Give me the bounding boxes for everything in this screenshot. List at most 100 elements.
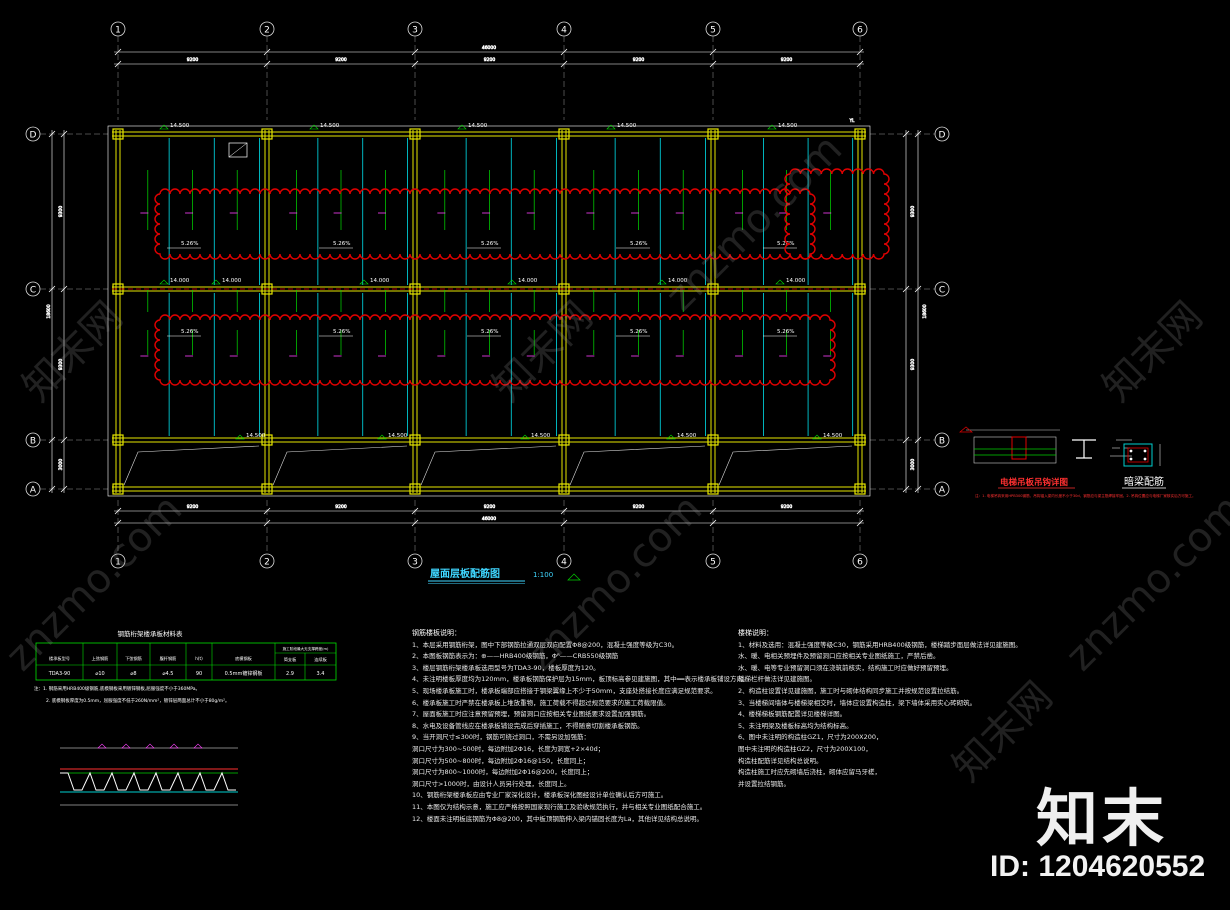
construction-note-item: 6、图中未注明的构造柱GZ1，尺寸为200X200，: [738, 733, 883, 742]
grid-bubble: [705, 553, 721, 569]
design-note-item: 12、楼面未注明板底钢筋为Φ8@200，其中板顶钢筋伸入梁内锚固长度为La，其他…: [412, 814, 704, 823]
construction-notes-title: 楼梯说明：: [738, 629, 773, 637]
grid-label: D: [939, 131, 946, 141]
slope-label: 5.26%: [333, 329, 350, 335]
construction-note-item: 1、材料及选用：混凝土强度等级C30，钢筋采用HRB400级钢筋，楼梯踏步面层做…: [738, 640, 1022, 649]
design-note-item: 5、现场楼承板施工时，楼承板端部应搭接于钢梁翼缘上不少于50mm，支座处搭接长度…: [412, 686, 717, 695]
grid-label: B: [939, 437, 945, 447]
construction-note-item: 并设置拉结钢筋。: [738, 779, 790, 788]
column: [707, 434, 719, 446]
design-notes-title: 钢筋楼板说明：: [412, 629, 461, 637]
grid-label: 3: [412, 558, 418, 568]
grid-bubble: [259, 553, 275, 569]
grid-bubble: [407, 553, 423, 569]
grid-label: B: [30, 437, 36, 447]
dim-text: 18600: [46, 304, 52, 318]
table-title: 钢筋桁架楼承板材料表: [118, 629, 184, 638]
level-mark: 14.000: [370, 278, 390, 284]
slope-label: 5.26%: [181, 241, 198, 247]
brand-id: ID: 1204620552: [990, 850, 1206, 883]
level-triangle: [159, 124, 169, 130]
dim-text: 9200: [335, 504, 347, 510]
grid-label: 5: [710, 26, 716, 36]
level-triangle: [812, 434, 822, 440]
dim-text: 9200: [484, 504, 496, 510]
column: [854, 128, 866, 140]
grid-label: 2: [264, 558, 270, 568]
column: [409, 128, 421, 140]
table-header: 腹杆钢筋: [160, 655, 177, 662]
level-mark: 14.500: [677, 433, 697, 439]
grid-label: 5: [710, 558, 716, 568]
design-note-item: 10、钢筋桁架楼承板应由专业厂家深化设计，楼承板深化图经设计单位确认后方可施工。: [412, 791, 668, 800]
level-triangle: [520, 434, 530, 440]
revision-clouds: [154, 168, 890, 386]
grid-label: A: [939, 486, 946, 496]
grid-bubble: [556, 553, 572, 569]
dimension-lines: 4600046000920092009200920092009200920092…: [46, 45, 928, 527]
level-mark: 14.500: [320, 123, 340, 129]
design-note-item: 洞口尺寸为500~800时，每边附加2Φ16@150，长度同上；: [412, 756, 590, 765]
level-mark: 14.000: [170, 278, 190, 284]
level-mark: 14.500: [778, 123, 798, 129]
column: [558, 483, 570, 495]
level-mark: 14.000: [222, 278, 242, 284]
level-mark: 14.500: [468, 123, 488, 129]
table-cell: ⌀4.5: [163, 671, 174, 677]
plan-title: 屋面层板配筋图: [430, 567, 500, 580]
construction-notes: 楼梯说明： 1、材料及选用：混凝土强度等级C30，钢筋采用HRB400级钢筋，楼…: [738, 628, 1022, 790]
design-note-item: 1、本层采用钢筋桁架，图中下部钢筋拉通双层双向配置Φ8@200，混凝土强度等级为…: [412, 640, 679, 649]
table-cell: 3.4: [317, 671, 325, 677]
level-mark: 14.500: [823, 433, 843, 439]
slope-label: 5.26%: [630, 241, 647, 247]
dim-text: 9200: [335, 57, 347, 63]
section-mark: [145, 743, 155, 749]
dim-text: 9300: [58, 206, 64, 218]
design-note-item: 洞口尺寸>1000时，由设计人员另行处理，长度同上。: [412, 779, 571, 788]
grid-bubble: [852, 553, 868, 569]
elevator-detail-note: 注：1. 电梯吊钩采用HPB300钢筋，吊钩锚入梁内长度不小于30d，钢筋应与梁…: [975, 493, 1196, 498]
slope-label: 5.26%: [481, 329, 498, 335]
table-cell: ⌀10: [95, 671, 104, 677]
dim-text: 3000: [910, 459, 916, 471]
grid-label: D: [30, 131, 37, 141]
slope-label: 5.26%: [481, 241, 498, 247]
level-mark: 14.000: [786, 278, 806, 284]
design-note-item: 洞口尺寸为300~500时，每边附加2Φ16，长度为洞宽+2×40d；: [412, 744, 605, 753]
dim-text: 9300: [910, 206, 916, 218]
dim-text: 18600: [922, 304, 928, 318]
canopy-line: [569, 445, 706, 486]
design-notes: 钢筋楼板说明： 1、本层采用钢筋桁架，图中下部钢筋拉通双层双向配置Φ8@200，…: [412, 628, 749, 825]
design-note-item: 8、水电及设备管线应在楼承板铺设完成后穿插施工，不得随意切割楼承板钢筋。: [412, 721, 644, 730]
dim-text: 9200: [781, 504, 793, 510]
column: [112, 483, 124, 495]
design-note-item: 2、本图板钢筋表示为：⊕——HRB400级钢筋，Φᴿ——CRB550级钢筋: [412, 652, 619, 661]
column: [854, 483, 866, 495]
canopy-line: [123, 445, 260, 486]
revision-cloud: [154, 188, 816, 260]
corner-note: YL: [849, 118, 855, 123]
column: [261, 483, 273, 495]
table-subheader: 简支板: [284, 656, 297, 663]
table-cell: 2.9: [286, 671, 294, 677]
level-triangle: [377, 434, 387, 440]
opening: [228, 142, 248, 158]
grid-bubble: [110, 553, 126, 569]
construction-note-item: 2、构造柱设置详见建施图，施工时与砌体结构同步施工并按规范设置拉结筋。: [738, 686, 964, 695]
construction-note-item: 水、暖、电等专业预留洞口须在浇筑前核实，结构施工时应做好预留预埋。: [738, 663, 953, 672]
level-marks: 14.500 14.500 14.500 14.500 14.500 14.000 14.0…: [159, 123, 843, 440]
level-triangle: [775, 279, 785, 285]
slab-outline: [107, 125, 871, 497]
level-triangle: [235, 434, 245, 440]
level-triangle: [606, 124, 616, 130]
section-mark: [121, 743, 131, 749]
section-mark: [97, 743, 107, 749]
level-mark: 14.500: [388, 433, 408, 439]
table-cell: 0.5mm镀锌钢板: [225, 670, 263, 677]
level-triangle: [359, 279, 369, 285]
